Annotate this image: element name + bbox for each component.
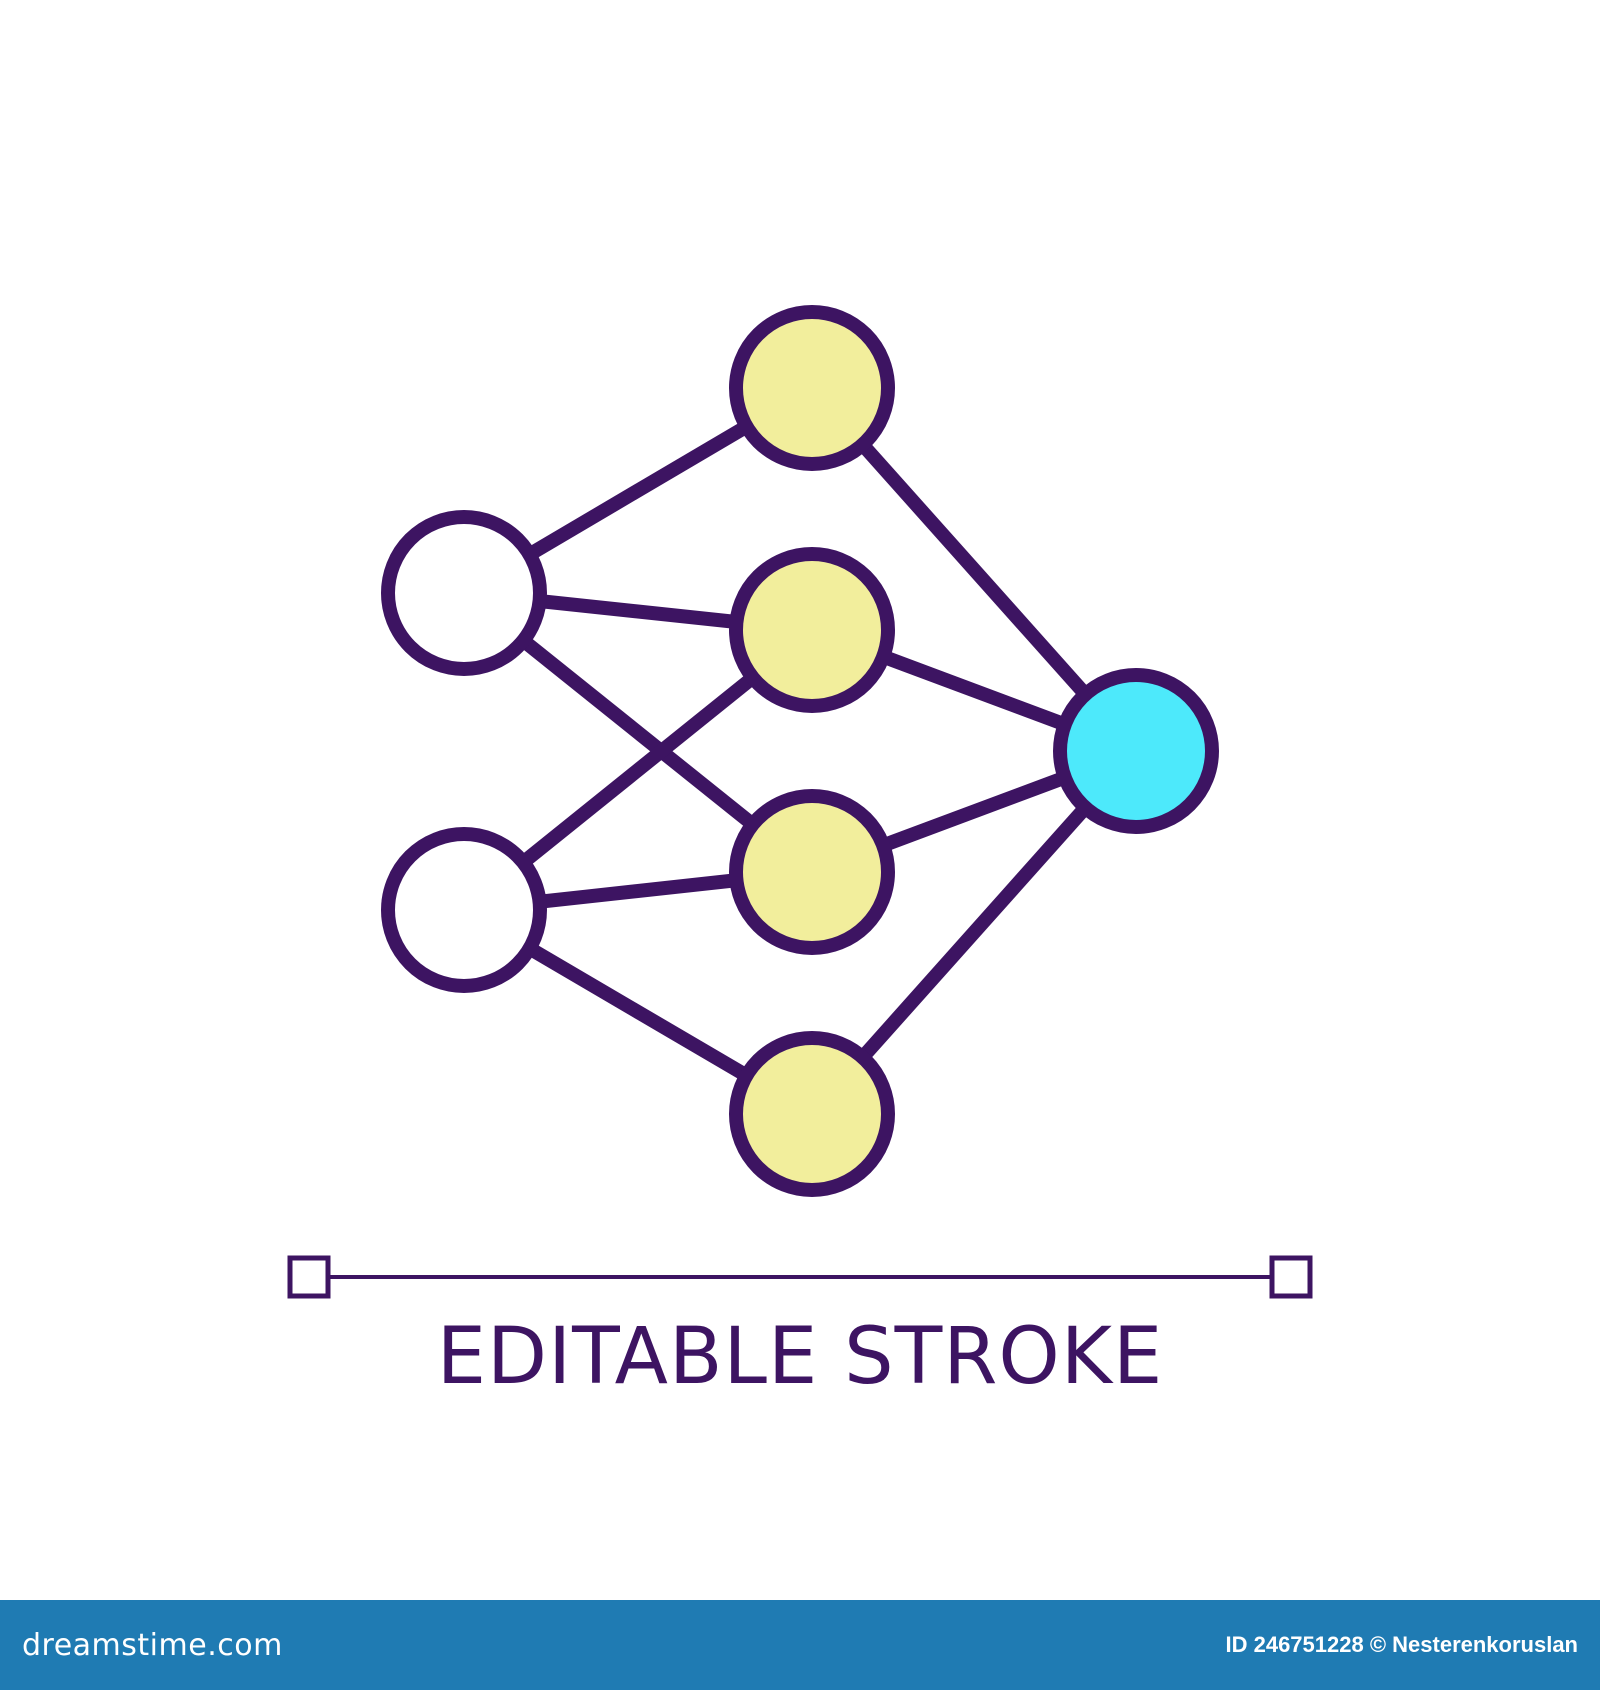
node-hidden-3 (729, 789, 895, 955)
node-output-1 (1053, 668, 1219, 834)
node-input-2 (381, 827, 547, 993)
stroke-handle-right (1269, 1255, 1313, 1299)
node-hidden-2 (729, 547, 895, 713)
editable-stroke-indicator (287, 1255, 1313, 1299)
watermark-footer: dreamstime.com ID 246751228 © Nesterenko… (0, 1600, 1600, 1690)
image-credit: ID 246751228 © Nesterenkoruslan (1225, 1632, 1578, 1657)
node-hidden-4 (729, 1031, 895, 1197)
network-nodes (381, 305, 1219, 1197)
node-hidden-1 (729, 305, 895, 471)
node-input-1 (381, 510, 547, 676)
stroke-handle-left (287, 1255, 331, 1299)
brand-logo: dreamstime.com (22, 1627, 283, 1663)
caption-text: EDITABLE STROKE (436, 1312, 1164, 1402)
network-connections (459, 381, 1142, 1121)
